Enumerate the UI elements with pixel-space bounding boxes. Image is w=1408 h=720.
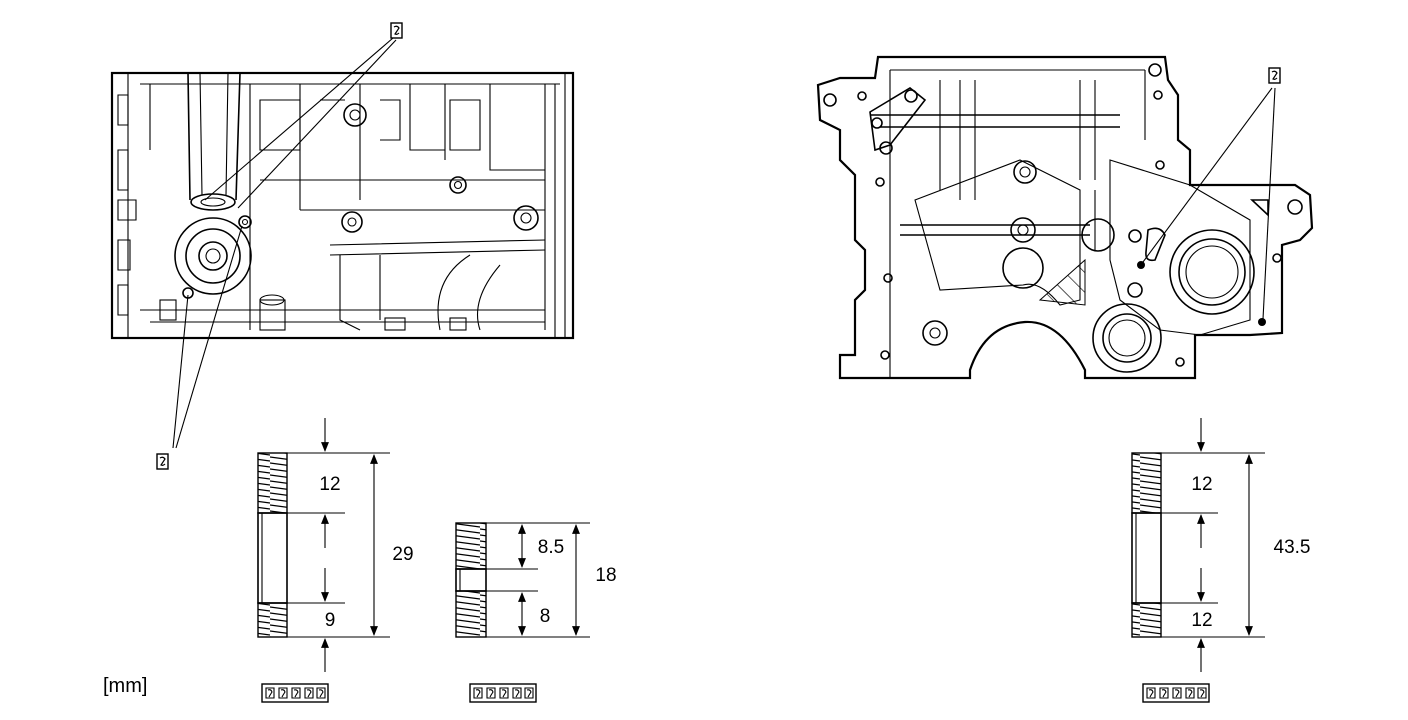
stud-a-bottom-thread-label: 9 xyxy=(325,610,336,631)
right-callout-leaders xyxy=(1142,87,1276,320)
stud-callout-icon xyxy=(390,22,403,39)
right-cylinder-block xyxy=(816,55,1314,380)
stud-b-dimension-drawing xyxy=(455,522,590,638)
stud-a-dimension-drawing xyxy=(257,418,390,672)
stud-b-overall-length-label: 18 xyxy=(595,565,616,586)
stud-a-overall-length-label: 29 xyxy=(392,544,413,565)
stud-c-overall-length-label: 43.5 xyxy=(1274,537,1311,558)
stud-callout-icon xyxy=(156,453,169,470)
left-callout-leaders xyxy=(172,37,397,449)
stud-b-bottom-thread-label: 8 xyxy=(540,606,551,627)
stud-a-top-thread-label: 12 xyxy=(319,474,340,495)
units-label: [mm] xyxy=(103,675,147,697)
stud-b-top-thread-label: 8.5 xyxy=(538,537,564,558)
stud-bolt-group-icon xyxy=(469,683,537,703)
stud-c-dimension-drawing xyxy=(1131,418,1265,672)
stud-bolt-group-icon xyxy=(261,683,329,703)
stud-callout-icon xyxy=(1268,67,1281,84)
stud-bolt-group-icon xyxy=(1142,683,1210,703)
left-cylinder-block xyxy=(110,71,575,340)
stud-c-top-thread-label: 12 xyxy=(1191,474,1212,495)
stud-c-bottom-thread-label: 12 xyxy=(1191,610,1212,631)
